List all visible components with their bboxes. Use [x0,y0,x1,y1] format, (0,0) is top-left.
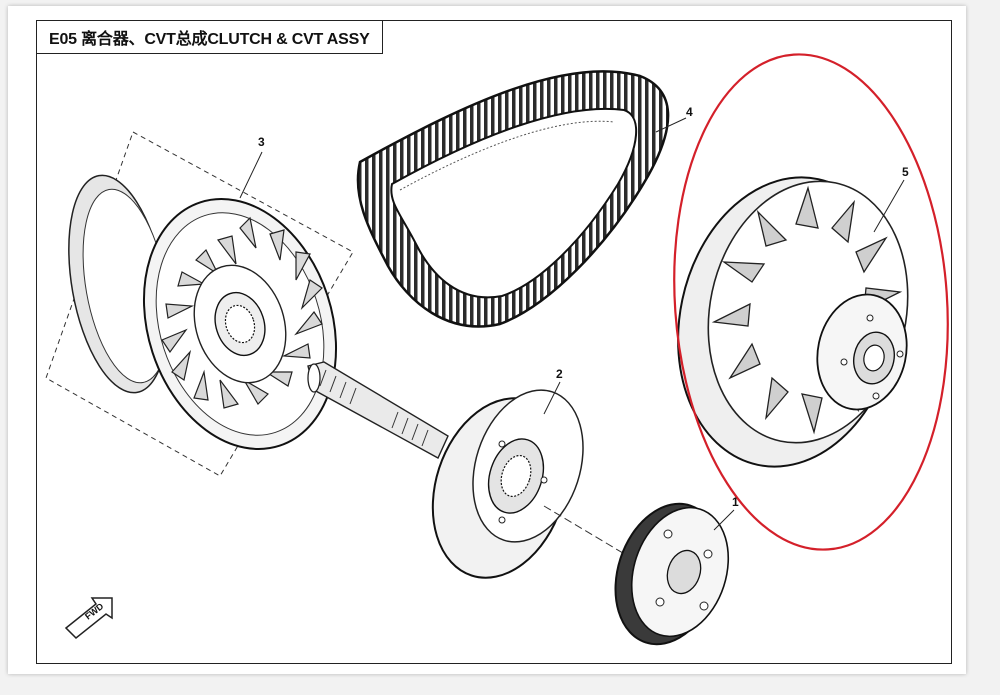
callout-5: 5 [902,165,909,179]
callout-3: 3 [258,135,265,149]
leader-lines [239,117,905,531]
callout-4: 4 [686,105,693,119]
diagram-frame [36,20,952,664]
exploded-view: FWD 3 4 2 1 5 [45,53,949,646]
callout-1: 1 [732,495,739,509]
highlight-ellipse [673,53,949,551]
diagram-sheet: FWD 3 4 2 1 5 E05 离合器、CVT总成CLUTCH & CVT … [8,6,966,674]
clutch-drum [614,502,730,646]
fwd-arrow-icon [64,597,113,640]
drive-pulley [45,131,354,477]
clutch-housing-shaft [307,361,649,579]
driven-pulley [677,176,909,468]
diagram-title: E05 离合器、CVT总成CLUTCH & CVT ASSY [36,20,383,54]
callout-2: 2 [556,367,563,381]
drive-belt [356,70,670,328]
